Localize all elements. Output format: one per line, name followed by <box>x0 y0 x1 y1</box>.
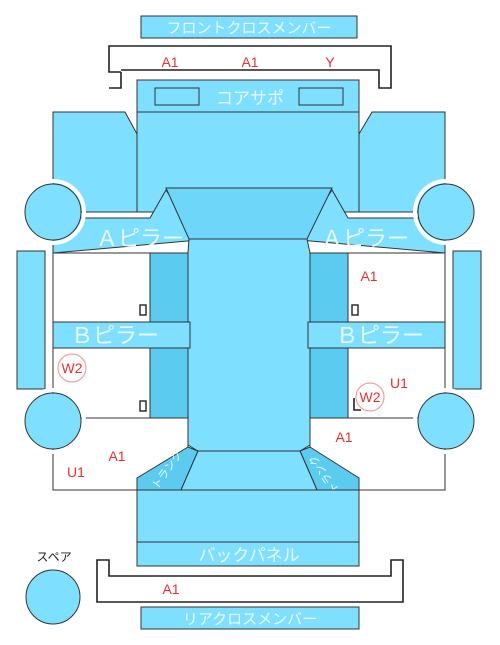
right-a-pillar-label: Ａピラー <box>321 227 409 252</box>
spare-wheel <box>25 569 81 625</box>
front-cross-member-label: フロントクロスメンバー <box>166 19 331 37</box>
left-side-strip <box>16 250 46 390</box>
right-front-fender <box>358 111 446 213</box>
core-support-label: コアサポ <box>216 89 284 109</box>
damage-code-left-a: A1 <box>108 448 125 464</box>
right-rear-wheel-ring <box>413 388 479 454</box>
damage-code-right-a2: A1 <box>335 429 352 445</box>
damage-code-rear-a: A1 <box>162 581 179 597</box>
left-front-handle <box>139 304 147 316</box>
left-rear-handle <box>139 400 147 412</box>
right-front-wheel <box>417 183 475 241</box>
left-b-pillar-label: Ｂピラー <box>71 324 159 349</box>
rear-cross-member-label: リアクロスメンバー <box>183 610 317 628</box>
front-cross-member-panel <box>140 15 358 39</box>
damage-code-front-3: Y <box>325 54 335 70</box>
back-panel <box>136 541 360 567</box>
windshield-panel <box>165 187 333 240</box>
core-support-slot-left <box>154 87 200 106</box>
left-a-pillar-label: Ａピラー <box>96 227 184 252</box>
rear-cross-member-panel <box>140 606 360 630</box>
right-w2-marker <box>355 382 385 412</box>
core-support-panel <box>136 79 360 113</box>
damage-code-front-2: A1 <box>241 54 258 70</box>
left-rear-wheel-ring <box>20 388 86 454</box>
spare-label: スペア <box>36 550 71 564</box>
right-side-strip <box>452 250 482 390</box>
right-b-pillar <box>307 321 446 349</box>
damage-code-right-w: W2 <box>360 389 381 405</box>
left-front-wheel <box>24 183 82 241</box>
front-bracket-line <box>108 45 392 89</box>
roof-panel <box>187 238 311 452</box>
damage-code-front-1: A1 <box>161 54 178 70</box>
left-b-pillar <box>52 321 191 349</box>
right-front-handle <box>351 304 359 316</box>
trunk-center-panel <box>180 450 318 491</box>
damage-code-right-u: U1 <box>390 375 408 391</box>
rear-body-panel <box>136 489 360 543</box>
right-rear-handle <box>353 398 361 411</box>
damage-code-left-u: U1 <box>67 464 85 480</box>
back-panel-label: バックパネル <box>198 546 299 566</box>
damage-code-left-w: W2 <box>62 360 83 376</box>
right-front-wheel-ring <box>413 179 479 245</box>
left-front-wheel-ring <box>20 179 86 245</box>
damage-code-right-a: A1 <box>360 268 377 284</box>
core-support-slot-right <box>298 87 344 106</box>
right-b-pillar-label: Ｂピラー <box>336 324 424 349</box>
left-w2-marker <box>57 353 87 383</box>
right-rear-wheel <box>417 392 475 450</box>
front-bracket-inner <box>109 72 122 89</box>
rear-bracket-line <box>96 559 404 603</box>
left-rear-wheel <box>24 392 82 450</box>
